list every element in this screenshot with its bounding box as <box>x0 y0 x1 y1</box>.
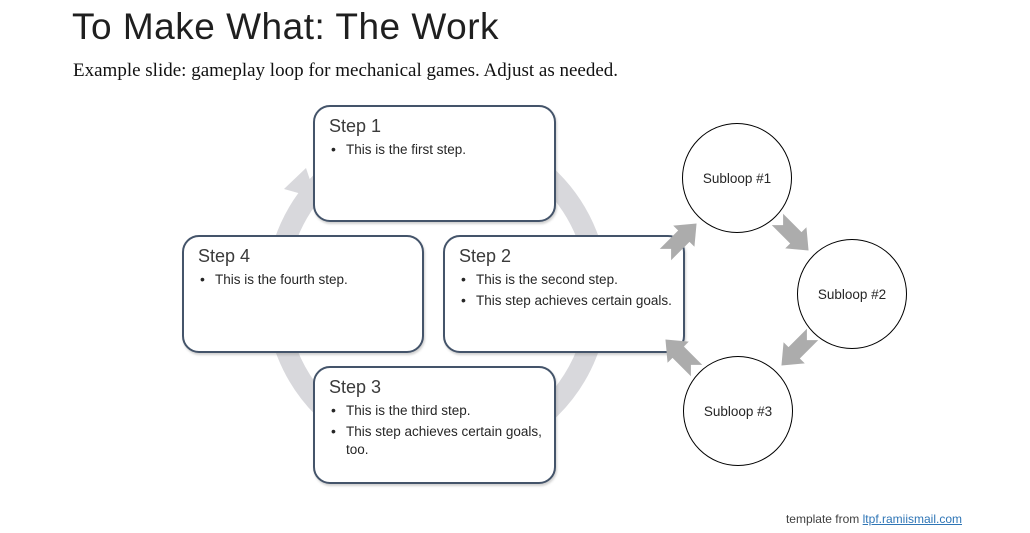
step-bullet-list: This is the second step. This step achie… <box>459 270 673 310</box>
step-bullet-list: This is the first step. <box>329 140 544 159</box>
cycle-ring-arrowhead-icon <box>284 168 316 198</box>
step-bullet: This step achieves certain goals. <box>459 291 673 310</box>
step-bullet-list: This is the fourth step. <box>198 270 412 289</box>
footer-attribution: template from ltpf.ramiismail.com <box>786 512 962 526</box>
template-source-link[interactable]: ltpf.ramiismail.com <box>862 512 962 526</box>
step-bullet: This is the first step. <box>329 140 544 159</box>
page-title: To Make What: The Work <box>72 6 500 47</box>
step-title: Step 2 <box>459 246 512 266</box>
step-bullet-list: This is the third step. This step achiev… <box>329 401 544 459</box>
subloop-circle-3: Subloop #3 <box>683 356 793 466</box>
step-bullet: This is the third step. <box>329 401 544 420</box>
step-title: Step 3 <box>329 377 382 397</box>
step-box-2: Step 2 This is the second step. This ste… <box>443 235 685 353</box>
slide-subtitle: Example slide: gameplay loop for mechani… <box>73 60 619 81</box>
subloop-label: Subloop #3 <box>703 403 773 419</box>
step-bullet: This step achieves certain goals, too. <box>329 422 544 459</box>
subloop-label: Subloop #1 <box>702 170 772 186</box>
step-bullet: This is the second step. <box>459 270 673 289</box>
step-title: Step 1 <box>329 116 382 136</box>
step-box-3: Step 3 This is the third step. This step… <box>313 366 556 484</box>
step-box-1: Step 1 This is the first step. <box>313 105 556 222</box>
step-title: Step 4 <box>198 246 251 266</box>
subloop-label: Subloop #2 <box>817 286 887 302</box>
subloop-circle-2: Subloop #2 <box>797 239 907 349</box>
step-bullet: This is the fourth step. <box>198 270 412 289</box>
step-box-4: Step 4 This is the fourth step. <box>182 235 424 353</box>
subloop-circle-1: Subloop #1 <box>682 123 792 233</box>
footer-text: template from <box>785 512 863 526</box>
